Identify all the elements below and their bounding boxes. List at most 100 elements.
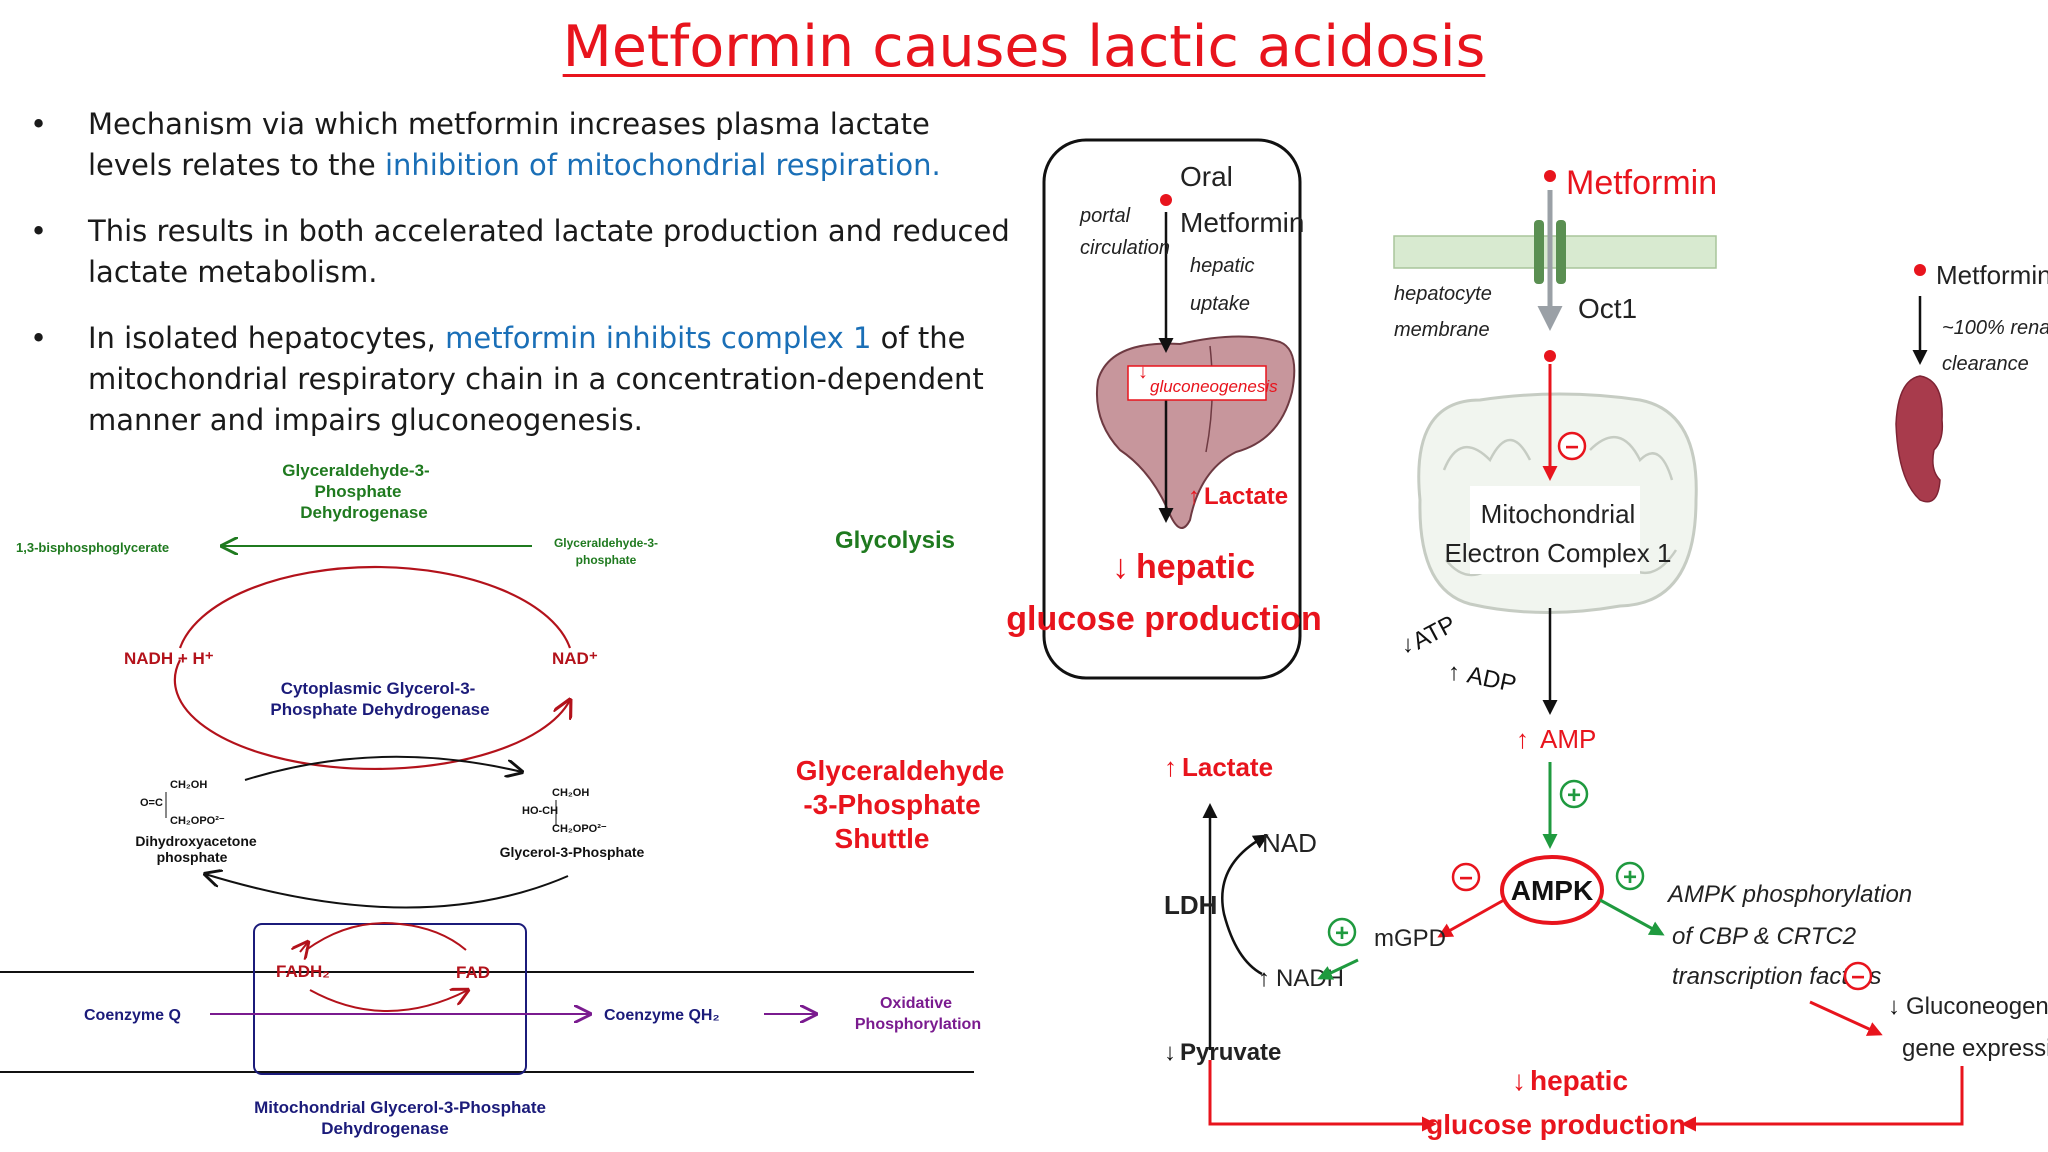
- gluco-gene-label: gene expression: [1902, 1035, 2048, 1062]
- up-arrow-glyph: ↑: [1164, 752, 1177, 782]
- minus-sign-label: −: [1565, 434, 1579, 461]
- uptake-label: uptake: [1190, 293, 1250, 315]
- complex1-label: Mitochondrial: [1481, 499, 1636, 529]
- bullet-highlight: metformin inhibits complex 1: [445, 321, 872, 355]
- cyto-g3pdh-label: Cytoplasmic Glycerol-3-: [281, 679, 476, 698]
- nadh-label: NADH + H⁺: [124, 649, 214, 668]
- ampk-label: AMPK: [1511, 875, 1593, 906]
- oxphos-label: Oxidative: [880, 995, 952, 1012]
- hepatocyte-panel: Metformin hepatocyte membrane Oct1 − Mit…: [1164, 164, 2048, 1140]
- liver-lactate-label: Lactate: [1204, 483, 1288, 510]
- cell-metformin-label: Metformin: [1566, 164, 1717, 202]
- oral-label: Oral: [1180, 161, 1233, 192]
- adp-label: ADP: [1465, 661, 1519, 698]
- gluco-gene-label: Gluconeogenic: [1906, 993, 2048, 1020]
- fadh2-label: FADH₂: [276, 962, 330, 981]
- renal-clearance-label: clearance: [1942, 353, 2029, 375]
- bullet-text: of the mitochondrial respiratory chain i…: [88, 321, 984, 437]
- gluconeogenesis-box: [1127, 365, 1267, 401]
- bullet-highlight: inhibition of mitochondrial respiration.: [384, 148, 941, 182]
- fad-cycle-bottom: [309, 990, 468, 1012]
- bullet-text: This results in both accelerated lactate…: [88, 214, 1010, 289]
- liver-glucose-production-label: glucose production: [1006, 600, 1321, 638]
- plus-sign-label: +: [1567, 782, 1581, 809]
- down-arrow-glyph: ↓: [1138, 361, 1148, 383]
- mito-g3pdh-label: Dehydrogenase: [321, 1119, 449, 1138]
- gluconeogenesis-label: gluconeogenesis: [1150, 377, 1278, 396]
- oct1-transporter-left: [1534, 220, 1544, 284]
- slide-title: Metformin causes lactic acidosis: [562, 14, 1486, 80]
- bullet-dot: •: [30, 321, 48, 355]
- nad-cycle-arrowhead: [1251, 834, 1269, 849]
- down-arrow-glyph: ↓: [1164, 1039, 1176, 1066]
- liver-metformin-label: Metformin: [1180, 207, 1304, 238]
- pyruvate-to-glucose-arrow: [1208, 1060, 1437, 1132]
- nad-label: NAD: [1262, 828, 1317, 858]
- fad-label: FAD: [456, 963, 490, 982]
- bpg-label: 1,3-bisphosphoglycerate: [16, 540, 169, 555]
- metformin-dot: [1914, 264, 1926, 276]
- shuttle-title: -3-Phosphate: [803, 789, 980, 820]
- amp-label: AMP: [1540, 724, 1596, 754]
- mgpd-inhibition-arrow: [1437, 898, 1505, 938]
- dhap-to-g3p-arrow: [244, 755, 522, 781]
- plus-sign-label: +: [1623, 864, 1637, 891]
- gene-expression-arrow: [1809, 1000, 1883, 1036]
- ldh-label: LDH: [1164, 890, 1217, 920]
- bullet-text: In isolated hepatocytes,: [88, 321, 446, 355]
- ampk-phos-label: AMPK phosphorylation: [1666, 881, 1912, 908]
- bullet-item: • This results in both accelerated lactat…: [30, 211, 1010, 293]
- gene-to-glucose-arrow: [1681, 1066, 1964, 1132]
- pyruvate-label: Pyruvate: [1180, 1039, 1281, 1066]
- kidney-panel: Metformin ~100% renal clearance: [1895, 260, 2048, 503]
- complex1-label-bg: [1470, 486, 1640, 574]
- fad-cycle-top: [305, 922, 401, 951]
- cell-hepatic-label: hepatic: [1530, 1065, 1628, 1096]
- minus-sign-icon: [1451, 862, 1481, 892]
- ampk-phos-arrow: [1599, 898, 1665, 936]
- portal-label: portal: [1079, 205, 1131, 227]
- minus-sign-icon: [1557, 431, 1587, 461]
- up-arrow-glyph: ↑: [1188, 483, 1200, 510]
- membrane-band: [1393, 235, 1717, 269]
- minus-sign-icon: [1843, 961, 1873, 991]
- mitochondrion-cristae: [1442, 435, 1678, 577]
- bullet-dot: •: [30, 214, 48, 248]
- bullet-text: Mechanism via which metformin increases …: [88, 107, 930, 182]
- g3pdh-label: Glyceraldehyde-3-: [282, 461, 429, 480]
- kidney-icon: [1895, 375, 1944, 503]
- g3p-label: phosphate: [576, 553, 637, 567]
- coqh2-label: Coenzyme QH₂: [604, 1007, 720, 1024]
- ampk-phos-label: of CBP & CRTC2: [1672, 923, 1856, 950]
- circulation-label: circulation: [1080, 237, 1170, 259]
- bullet-item: • In isolated hepatocytes, metformin inhi…: [30, 318, 1010, 441]
- mito-enzyme-box: [253, 923, 527, 1075]
- bullet-list: • Mechanism via which metformin increases…: [30, 104, 1010, 466]
- cell-glucose-production-label: glucose production: [1426, 1109, 1686, 1140]
- oxphos-label: Phosphorylation: [855, 1016, 981, 1033]
- hepatocyte-label: hepatocyte: [1394, 283, 1492, 305]
- coq-label: Coenzyme Q: [84, 1007, 181, 1024]
- shuttle-title: Glyceraldehyde: [796, 755, 1005, 786]
- mito-g3pdh-label: Mitochondrial Glycerol-3-Phosphate: [254, 1098, 546, 1117]
- fad-cycle-top-right: [399, 923, 467, 951]
- plus-sign-icon: [1559, 779, 1589, 809]
- liver-hepatic-label: hepatic: [1136, 548, 1255, 586]
- kidney-metformin-label: Metformin: [1936, 260, 2048, 290]
- down-arrow-glyph: ↓: [1888, 993, 1900, 1020]
- fad-arrowhead: [300, 942, 308, 952]
- nad-cycle-bottom-arc: [173, 659, 570, 771]
- minus-sign-label: −: [1851, 964, 1865, 991]
- up-arrow-glyph: ↑: [1448, 659, 1460, 686]
- nad-cycle: [1221, 836, 1263, 976]
- up-arrow-glyph: ↑: [1516, 724, 1529, 754]
- shuttle-title: Shuttle: [835, 823, 930, 854]
- metformin-dot: [1544, 350, 1556, 362]
- oct1-label: Oct1: [1578, 293, 1637, 324]
- atp-label: ATP: [1408, 610, 1460, 655]
- hepatic-label: hepatic: [1190, 255, 1255, 277]
- bullet-dot: •: [30, 107, 48, 141]
- up-arrow-glyph: ↑: [1258, 965, 1270, 992]
- down-arrow-glyph: ↓: [1512, 1065, 1526, 1096]
